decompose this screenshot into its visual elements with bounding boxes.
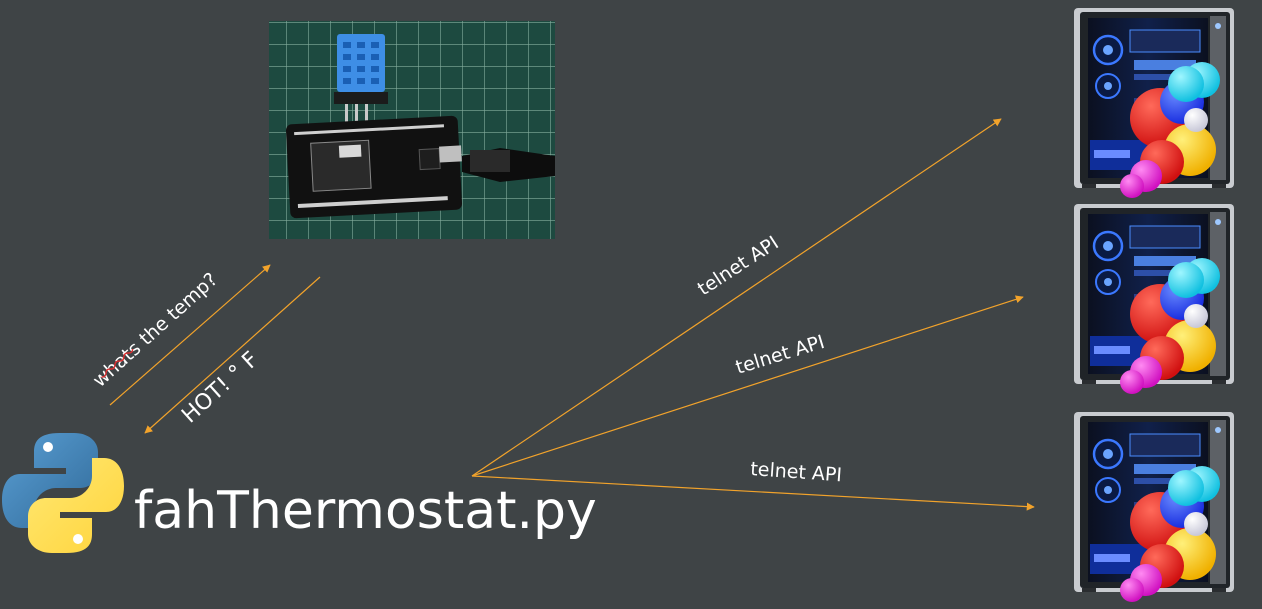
computer-1 [1072,6,1236,198]
arrow-reply [144,276,321,434]
arrow-api-1 [471,118,1002,477]
arrow-api-3 [471,475,1035,511]
arrow-query [109,264,271,406]
sensor-board-photo [269,21,555,239]
api-label-1: telnet API [694,232,783,300]
arrow-api-2 [471,295,1024,477]
spellcheck-underline [101,348,134,378]
computer-2 [1072,202,1236,394]
reply-label: HOT! ° F [177,347,263,428]
computer-3 [1072,410,1236,602]
api-label-2: telnet API [733,331,827,379]
api-label-3: telnet API [750,458,843,486]
python-logo-icon [2,433,124,553]
main-label: fahThermostat.py [134,481,597,541]
query-label: whats the temp? [89,269,222,392]
